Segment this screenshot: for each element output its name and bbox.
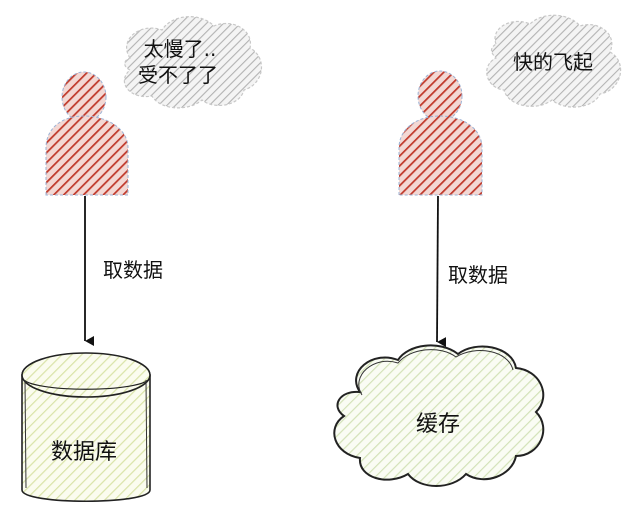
database-icon <box>21 352 151 502</box>
right-arrow <box>436 195 447 348</box>
cache-cloud-icon <box>333 344 545 487</box>
left-person-icon <box>45 71 129 196</box>
left-thought-line2: 受不了了 <box>138 63 218 87</box>
right-edge-label: 取数据 <box>448 263 508 287</box>
right-thought-cloud: 快的飞起 <box>486 14 622 108</box>
right-thought-text: 快的飞起 <box>513 50 593 74</box>
left-thought-line1: 太慢了.. <box>144 37 217 61</box>
database-label: 数据库 <box>51 440 117 465</box>
cache-label: 缓存 <box>416 412 460 437</box>
right-person-icon <box>398 70 483 196</box>
watermark-text: @稀土掘金技术社区 <box>485 494 620 512</box>
left-thought-cloud: 太慢了.. 受不了了 <box>123 16 263 109</box>
left-edge-label: 取数据 <box>103 258 163 282</box>
